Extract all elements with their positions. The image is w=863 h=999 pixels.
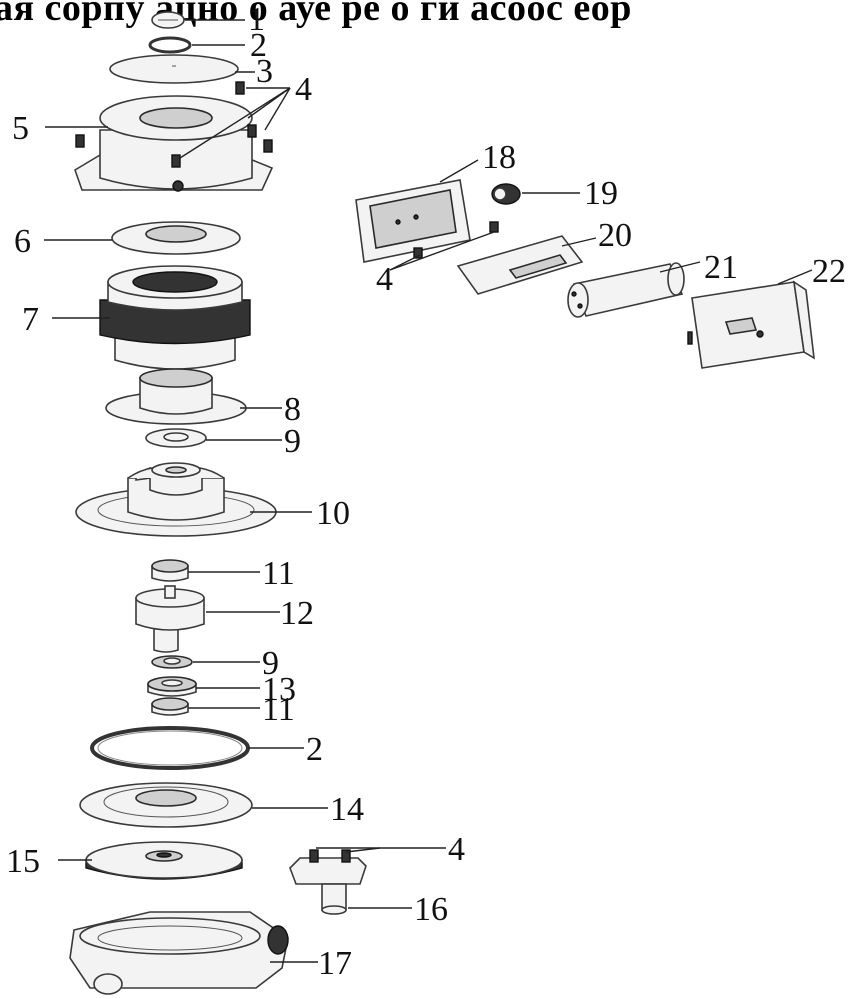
part-2-o-ring-large xyxy=(90,726,250,770)
callout-3: 3 xyxy=(256,53,273,90)
part-8-seal-plate xyxy=(105,368,247,425)
callout-2-lower: 2 xyxy=(306,731,323,768)
callout-10: 10 xyxy=(316,495,350,532)
callout-4-terminal: 4 xyxy=(376,261,393,298)
callout-18: 18 xyxy=(482,139,516,176)
part-9-washer-upper xyxy=(145,428,207,448)
part-15-impeller xyxy=(85,841,243,880)
part-22-terminal-cover xyxy=(687,280,815,369)
callout-15: 15 xyxy=(6,843,40,880)
part-14-intermediate-plate xyxy=(79,782,253,828)
part-2-o-ring-small xyxy=(148,36,192,54)
callout-9-lower: 9 xyxy=(262,645,279,682)
part-13-bearing-ring xyxy=(147,676,197,697)
callout-20: 20 xyxy=(598,217,632,254)
callout-1: 1 xyxy=(248,1,265,38)
part-11-bearing-lower xyxy=(151,697,189,716)
callout-4-upper: 4 xyxy=(295,71,312,108)
callout-12: 12 xyxy=(280,595,314,632)
part-16-flow-switch xyxy=(289,857,367,915)
part-4-screws-lower xyxy=(309,849,351,863)
callout-4-lower: 4 xyxy=(448,831,465,868)
part-20-circuit-board xyxy=(456,235,584,295)
part-21-capacitor xyxy=(567,262,685,318)
part-12-rotor xyxy=(135,585,205,653)
callout-2-top: 2 xyxy=(250,27,267,64)
callout-8: 8 xyxy=(284,391,301,428)
callout-6: 6 xyxy=(14,223,31,260)
callout-7: 7 xyxy=(22,301,39,338)
callout-19: 19 xyxy=(584,175,618,212)
part-1-screw-plug xyxy=(151,11,185,29)
callout-9-upper: 9 xyxy=(284,423,301,460)
part-4-screws-upper xyxy=(75,81,273,168)
callout-11-upper: 11 xyxy=(262,555,295,592)
part-11-bearing-upper xyxy=(151,559,189,582)
part-19-cable-gland xyxy=(491,183,521,205)
callout-5: 5 xyxy=(12,110,29,147)
part-6-end-plate xyxy=(111,221,241,255)
callout-17: 17 xyxy=(318,945,352,982)
part-3-cover-plate xyxy=(109,54,239,84)
part-17-pump-body xyxy=(69,911,289,995)
callout-16: 16 xyxy=(414,891,448,928)
part-18-terminal-box xyxy=(355,179,471,263)
part-5-motor-housing xyxy=(74,95,274,192)
header-strip: ая сорпу ацно о ауе ре о ги асоос еор xyxy=(0,0,863,36)
part-7-stator xyxy=(99,265,251,370)
part-10-rotor-can xyxy=(75,462,277,537)
callout-21: 21 xyxy=(704,249,738,286)
callout-11-lower: 11 xyxy=(262,691,295,728)
callout-14: 14 xyxy=(330,791,364,828)
part-9-washer-lower xyxy=(151,655,193,669)
callout-13: 13 xyxy=(262,671,296,708)
callout-22: 22 xyxy=(812,253,846,290)
page-title: ая сорпу ацно о ауе ре о ги асоос еор xyxy=(0,0,632,29)
